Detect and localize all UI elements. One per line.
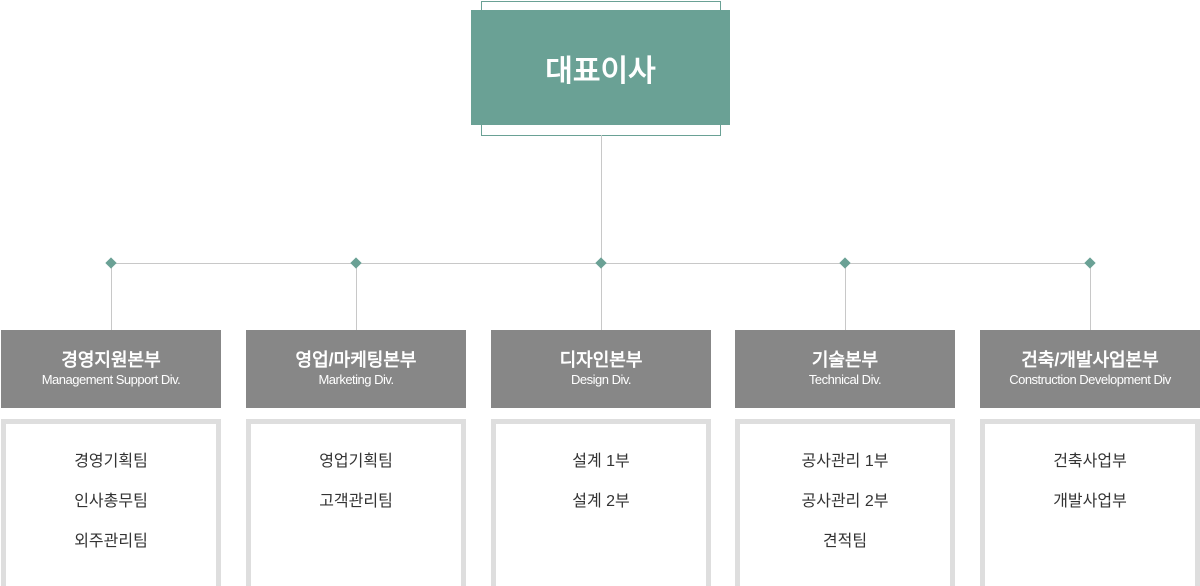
team-item: 설계 1부 [572, 453, 630, 470]
division-header: 디자인본부 Design Div. [491, 330, 711, 408]
division-name: 영업/마케팅본부 [295, 350, 417, 370]
team-item: 영업기획팀 [319, 453, 393, 470]
team-item: 고객관리팀 [319, 493, 393, 510]
division-english-name: Construction Development Div [1009, 372, 1171, 387]
division-header: 건축/개발사업본부 Construction Development Div [980, 330, 1200, 408]
division-connector [111, 263, 112, 330]
division-connector [1090, 263, 1091, 330]
division-column: 건축/개발사업본부 Construction Development Div 건… [980, 330, 1200, 586]
diamond-node-icon [1084, 257, 1096, 269]
diamond-node-icon [595, 257, 607, 269]
diamond-node-icon [350, 257, 362, 269]
division-name: 건축/개발사업본부 [1021, 350, 1159, 370]
team-item: 인사총무팀 [74, 493, 148, 510]
ceo-label: 대표이사 [545, 54, 656, 88]
team-item: 견적팀 [822, 533, 868, 550]
team-item: 건축사업부 [1053, 453, 1127, 470]
division-english-name: Technical Div. [808, 372, 882, 387]
division-english-name: Management Support Div. [41, 372, 181, 387]
division-connector [601, 263, 602, 330]
team-item: 공사관리 2부 [801, 493, 889, 510]
division-header: 영업/마케팅본부 Marketing Div. [246, 330, 466, 408]
team-item: 공사관리 1부 [801, 453, 889, 470]
ceo-connector [601, 135, 602, 263]
division-header: 경영지원본부 Management Support Div. [1, 330, 221, 408]
team-item: 경영기획팀 [74, 453, 148, 470]
team-item: 설계 2부 [572, 493, 630, 510]
ceo-box: 대표이사 [471, 10, 730, 125]
division-name: 경영지원본부 [61, 350, 161, 370]
diamond-node-icon [105, 257, 117, 269]
division-connector [845, 263, 846, 330]
division-english-name: Design Div. [570, 372, 632, 387]
division-english-name: Marketing Div. [318, 372, 394, 387]
team-item: 개발사업부 [1053, 493, 1127, 510]
team-item: 외주관리팀 [74, 533, 148, 550]
division-name: 디자인본부 [559, 350, 643, 370]
division-connector [356, 263, 357, 330]
division-header: 기술본부 Technical Div. [735, 330, 955, 408]
division-name: 기술본부 [811, 350, 879, 370]
diamond-node-icon [839, 257, 851, 269]
